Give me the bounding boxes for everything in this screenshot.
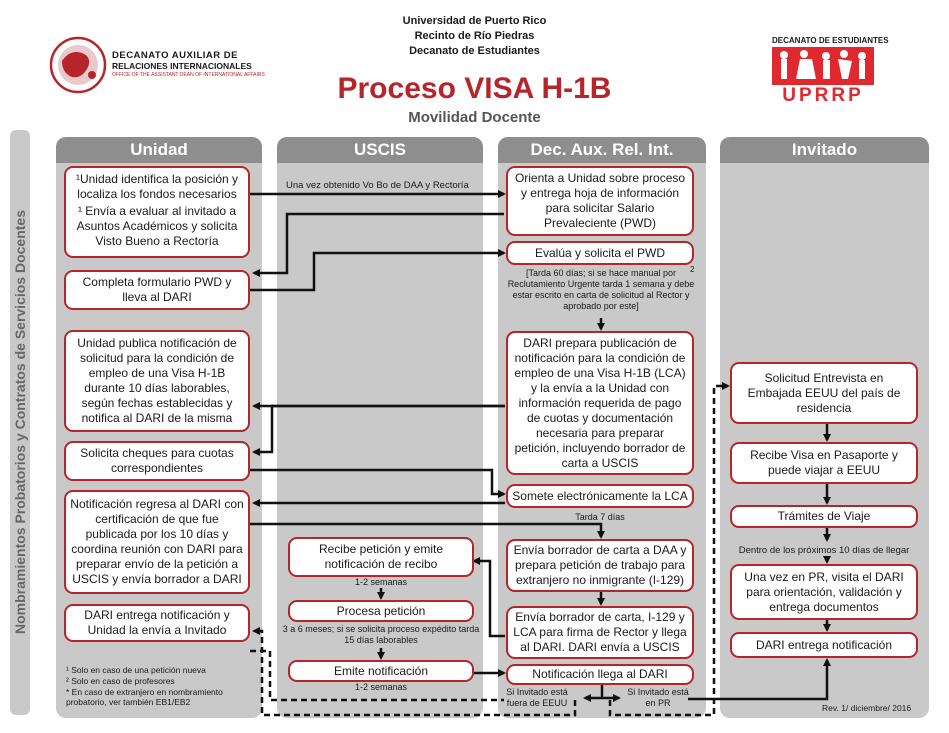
- university-name: Universidad de Puerto Rico: [402, 15, 547, 27]
- uscis-note-1: 1-2 semanas: [354, 577, 408, 587]
- column-header-invitado: Invitado: [720, 137, 929, 163]
- page-subtitle: Movilidad Docente: [408, 109, 541, 126]
- unidad-box-certification: Notificación regresa al DARI con certifi…: [64, 490, 250, 594]
- unidad-b2-text: Completa formulario PWD y lleva al DARI: [82, 275, 232, 304]
- logo-left-line1: DECANATO AUXILIAR DE: [112, 50, 238, 61]
- deanship-name: Decanato de Estudiantes: [409, 45, 540, 57]
- uscis-b2-text: Procesa petición: [336, 603, 426, 618]
- logo-right-top: DECANATO DE ESTUDIANTES: [772, 36, 889, 45]
- invitado-box-deliver: DARI entrega notificación: [730, 632, 918, 658]
- column-header-dari: Dec. Aux. Rel. Int.: [498, 137, 706, 163]
- invitado-b1-text: Solicitud Entrevista en Embajada EEUU de…: [747, 370, 901, 415]
- invitado-box-interview: Solicitud Entrevista en Embajada EEUU de…: [730, 362, 918, 424]
- unidad-b1b-text: ¹ Envía a evaluar al invitado a Asuntos …: [76, 204, 238, 248]
- footnote-2: ² Solo en caso de profesores: [66, 676, 175, 686]
- dari-note-pr: Si Invitado está en PR: [627, 687, 689, 708]
- dari-note-outside: Si Invitado está fuera de EEUU: [506, 687, 568, 708]
- invitado-box-visa: Recibe Visa en Pasaporte y puede viajar …: [730, 442, 918, 484]
- uscis-note-2: 3 a 6 meses; si se solicita proceso expé…: [282, 624, 480, 645]
- invitado-note-10days: Dentro de los próximos 10 días de llegar: [738, 545, 910, 556]
- footnote-1: ¹ Solo en caso de una petición nueva: [66, 665, 206, 675]
- column-invitado: [720, 137, 929, 718]
- uscis-box-notify: Emite notificación: [288, 660, 474, 682]
- logo-left-line2: RELACIONES INTERNACIONALES: [112, 61, 252, 71]
- dari-b1-text: Orienta a Unidad sobre proceso y entrega…: [514, 171, 686, 230]
- unidad-b5-text: Notificación regresa al DARI con certifi…: [70, 497, 244, 586]
- dari-box-submit-lca: Somete electrónicamente la LCA: [506, 484, 694, 508]
- dari-box-orient: Orienta a Unidad sobre proceso y entrega…: [506, 166, 694, 236]
- unidad-b1-text: ¹Unidad identifica la posición y localiz…: [75, 172, 239, 201]
- unidad-box-publish: Unidad publica notificación de solicitud…: [64, 330, 250, 432]
- dari-b7-text: Notificación llega al DARI: [532, 667, 668, 681]
- unidad-b4-text: Solicita cheques para cuotas correspondi…: [80, 446, 234, 475]
- logo-right-wordmark: UPRRP: [782, 85, 864, 106]
- unidad-box-deliver: DARI entrega notificación y Unidad la en…: [64, 604, 250, 642]
- revision-label: Rev. 1/ diciembre/ 2016: [822, 703, 912, 713]
- dari-note-7days: Tarda 7 días: [575, 512, 625, 522]
- page-title: Proceso VISA H-1B: [337, 72, 612, 105]
- column-header-unidad: Unidad: [56, 137, 262, 163]
- uscis-note-3: 1-2 semanas: [354, 682, 408, 692]
- campus-name: Recinto de Río Piedras: [414, 30, 535, 42]
- dari-b3-text: DARI prepara publicación de notificación…: [514, 335, 686, 470]
- column-header-uscis: USCIS: [277, 137, 483, 163]
- invitado-b3-text: Trámites de Viaje: [777, 509, 871, 523]
- dari-box-pwd: Evalúa y solicita el PWD: [506, 241, 694, 265]
- dari-b4-text: Somete electrónicamente la LCA: [512, 488, 688, 503]
- invitado-box-travel: Trámites de Viaje: [730, 505, 918, 528]
- uscis-box-receive: Recibe petición y emite notificación de …: [288, 537, 474, 577]
- side-band: [10, 130, 30, 715]
- invitado-box-visit: Una vez en PR, visita el DARI para orien…: [730, 564, 918, 620]
- unidad-b6-text: DARI entrega notificación y Unidad la en…: [84, 608, 230, 637]
- unidad-box-identify: ¹Unidad identifica la posición y localiz…: [64, 166, 250, 258]
- invitado-b2-text: Recibe Visa en Pasaporte y puede viajar …: [750, 448, 898, 477]
- students-logo-icon: [772, 47, 874, 85]
- dari-box-draft: Envía borrador de carta a DAA y prepara …: [506, 539, 694, 592]
- dari-note-pwd: [Tarda 60 días; si se hace manual por Re…: [507, 268, 695, 311]
- invitado-b5-text: DARI entrega notificación: [755, 637, 893, 652]
- invitado-b4-text: Una vez en PR, visita el DARI para orien…: [744, 569, 904, 614]
- dari-note-pwd-sup: 2: [690, 265, 695, 274]
- dari-b2-text: Evalúa y solicita el PWD: [534, 245, 666, 260]
- unidad-box-checks: Solicita cheques para cuotas correspondi…: [64, 441, 250, 481]
- dari-box-sign: Envía borrador de carta, I-129 y LCA par…: [506, 606, 694, 659]
- unidad-b3-text: Unidad publica notificación de solicitud…: [77, 336, 237, 425]
- uscis-box-process: Procesa petición: [288, 600, 474, 622]
- uscis-b3-text: Emite notificación: [333, 663, 429, 678]
- dari-b6-text: Envía borrador de carta, I-129 y LCA par…: [513, 610, 687, 654]
- dari-box-lca: DARI prepara publicación de notificación…: [506, 331, 694, 475]
- dari-box-notification: Notificación llega al DARI: [506, 664, 694, 685]
- arrow-label: Una vez obtenido Vo Bo de DAA y Rectoría: [286, 180, 469, 191]
- globe-logo-icon: [48, 35, 108, 95]
- logo-left-line3: OFFICE OF THE ASSISTANT DEAN OF INTERNAT…: [112, 72, 265, 78]
- dari-b5-text: Envía borrador de carta a DAA y prepara …: [513, 543, 687, 587]
- footnote-3: * En caso de extranjero en nombramiento …: [66, 687, 223, 707]
- unidad-box-pwd-form: Completa formulario PWD y lleva al DARI: [64, 270, 250, 310]
- uscis-b1-text: Recibe petición y emite notificación de …: [318, 542, 444, 571]
